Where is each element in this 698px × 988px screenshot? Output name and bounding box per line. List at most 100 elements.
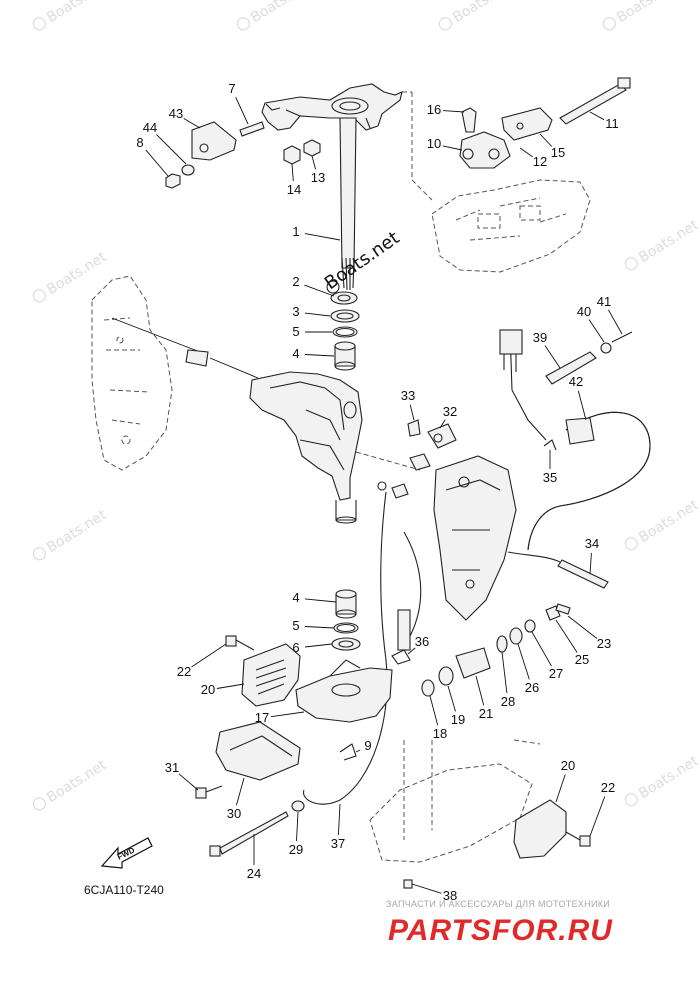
leader-line-c30 bbox=[235, 777, 245, 806]
copyright-icon bbox=[624, 793, 638, 807]
callout-c13: 13 bbox=[311, 170, 325, 185]
callout-c39: 39 bbox=[533, 330, 547, 345]
callout-c25: 25 bbox=[575, 652, 589, 667]
parts-32-33 bbox=[377, 419, 457, 499]
leader-line-c16 bbox=[442, 110, 465, 113]
watermark-text: Boats.net bbox=[248, 0, 314, 26]
callout-c11: 11 bbox=[605, 116, 619, 131]
leader-line-c4b bbox=[304, 598, 337, 603]
leader-line-c4a bbox=[304, 354, 335, 357]
callout-c38: 38 bbox=[443, 888, 457, 903]
callout-c1: 1 bbox=[292, 224, 299, 239]
callout-c44: 44 bbox=[143, 120, 157, 135]
callout-c35: 35 bbox=[543, 470, 557, 485]
leader-line-c36 bbox=[407, 647, 416, 655]
watermark-1: Boats.net bbox=[236, 0, 314, 31]
callout-c22a: 22 bbox=[177, 664, 191, 679]
lower-bushing-stack bbox=[331, 589, 361, 651]
bolt-24 bbox=[209, 811, 289, 857]
leader-line-c13 bbox=[311, 155, 317, 170]
leader-line-c1 bbox=[304, 233, 341, 241]
callout-c40: 40 bbox=[577, 304, 591, 319]
leader-line-c34 bbox=[589, 552, 592, 575]
watermark-2: Boats.net bbox=[438, 0, 516, 31]
through-tube bbox=[111, 317, 421, 471]
leader-line-c31 bbox=[178, 773, 199, 791]
leader-line-c23 bbox=[567, 615, 598, 639]
watermark-6: Boats.net bbox=[32, 507, 110, 561]
callout-c43: 43 bbox=[169, 106, 183, 121]
inline-watermark-circle-icon bbox=[326, 280, 340, 294]
callout-c28: 28 bbox=[501, 694, 515, 709]
leader-line-c17 bbox=[270, 711, 305, 718]
callout-c29: 29 bbox=[289, 842, 303, 857]
banner-title: PARTSFOR.RU bbox=[388, 914, 613, 947]
clip-35 bbox=[543, 439, 557, 451]
leader-line-c20a bbox=[216, 683, 245, 689]
callout-c37: 37 bbox=[331, 836, 345, 851]
mount-bracket-assembly bbox=[459, 77, 631, 169]
bolt-22-right bbox=[565, 831, 591, 847]
leader-line-c6 bbox=[304, 643, 333, 648]
leader-line-c28 bbox=[501, 651, 508, 694]
damper-cover-right bbox=[513, 799, 567, 859]
callout-c7: 7 bbox=[228, 81, 235, 96]
copyright-icon bbox=[32, 547, 46, 561]
partsfor-banner: ЗАПЧАСТИ И АКСЕССУАРЫ ДЛЯ МОТОТЕХНИКИ PA… bbox=[386, 899, 613, 947]
callout-c3: 3 bbox=[292, 304, 299, 319]
parts-18-28 bbox=[421, 603, 571, 697]
clamp-bracket-left bbox=[91, 275, 173, 471]
callout-c21: 21 bbox=[479, 706, 493, 721]
leader-line-c40 bbox=[588, 319, 605, 343]
callout-c2: 2 bbox=[292, 274, 299, 289]
callout-c14: 14 bbox=[287, 182, 301, 197]
clamp-bracket-right bbox=[433, 455, 517, 621]
leader-line-c39 bbox=[544, 345, 561, 369]
callout-c16: 16 bbox=[427, 102, 441, 117]
callout-c12: 12 bbox=[533, 154, 547, 169]
banner-subtitle: ЗАПЧАСТИ И АКСЕССУАРЫ ДЛЯ МОТОТЕХНИКИ bbox=[386, 899, 610, 909]
clip-36 bbox=[391, 649, 411, 665]
steering-shaft bbox=[339, 117, 357, 291]
copyright-icon bbox=[32, 289, 46, 303]
leader-line-c8 bbox=[145, 149, 169, 177]
leader-line-c22b bbox=[589, 796, 606, 837]
watermark-text: Boats.net bbox=[636, 497, 698, 546]
exploded-view-drawing: Boats.net bbox=[84, 77, 651, 897]
leader-line-c5b bbox=[304, 626, 335, 629]
copyright-icon bbox=[438, 17, 452, 31]
watermark-text: Boats.net bbox=[636, 753, 698, 802]
callout-c41: 41 bbox=[597, 294, 611, 309]
leader-line-c22a bbox=[191, 643, 227, 668]
callout-c5a: 5 bbox=[292, 324, 299, 339]
callout-c8: 8 bbox=[136, 135, 143, 150]
leader-line-c21 bbox=[475, 675, 485, 706]
shift-wire bbox=[303, 491, 422, 805]
callout-c34: 34 bbox=[585, 536, 599, 551]
watermark-text: Boats.net bbox=[44, 507, 110, 556]
leader-line-c19 bbox=[447, 685, 456, 712]
leader-line-c11 bbox=[589, 111, 605, 121]
leader-line-c3 bbox=[304, 312, 331, 317]
watermark-text: Boats.net bbox=[614, 0, 680, 26]
leader-line-c15 bbox=[539, 133, 553, 147]
watermark-8: Boats.net bbox=[32, 757, 110, 811]
steering-arm bbox=[261, 83, 403, 131]
leader-line-c42 bbox=[577, 390, 587, 421]
copyright-icon bbox=[602, 17, 616, 31]
callout-c24: 24 bbox=[247, 866, 261, 881]
lower-mount-cover bbox=[295, 659, 393, 723]
callout-c9: 9 bbox=[364, 738, 371, 753]
leader-line-c14 bbox=[291, 163, 294, 182]
leader-line-c29 bbox=[296, 811, 299, 842]
cable-tie bbox=[507, 551, 609, 589]
leader-line-c12 bbox=[519, 147, 533, 158]
cable-hose-42 bbox=[527, 411, 651, 551]
copyright-icon bbox=[32, 797, 46, 811]
fwd-arrow-icon: FWD bbox=[100, 837, 153, 869]
leader-line-c7 bbox=[235, 97, 249, 125]
leader-line-c18 bbox=[429, 695, 439, 726]
callout-c19: 19 bbox=[451, 712, 465, 727]
watermark-9: Boats.net bbox=[624, 753, 698, 807]
clip-9 bbox=[339, 743, 357, 761]
